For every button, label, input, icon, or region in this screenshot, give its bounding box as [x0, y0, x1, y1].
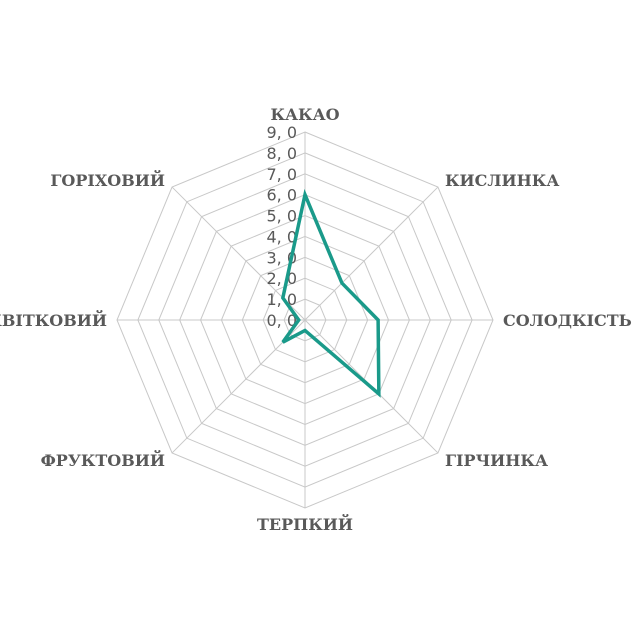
axis-label-2: КИСЛИНКА: [445, 171, 559, 190]
axis-label-1: КАКАО: [270, 105, 339, 124]
tick-label: 8, 0: [266, 144, 297, 163]
axis-label-3: СОЛОДКІСТЬ: [503, 311, 632, 330]
axis-labels: КАКАО КИСЛИНКА СОЛОДКІСТЬ ГІРЧИНКА ТЕРПКИЙ ФР…: [0, 105, 632, 534]
tick-label: 0, 0: [266, 311, 297, 330]
series-line: [280, 188, 381, 398]
radar-spokes: [117, 132, 493, 508]
tick-label: 7, 0: [266, 165, 297, 184]
axis-label-8: ГОРІХОВИЙ: [50, 169, 165, 190]
tick-label: 4, 0: [266, 227, 297, 246]
tick-label: 1, 0: [266, 290, 297, 309]
tick-label: 9, 0: [266, 123, 297, 142]
tick-label: 6, 0: [266, 186, 297, 205]
axis-label-5: ТЕРПКИЙ: [257, 513, 353, 534]
axis-label-4: ГІРЧИНКА: [445, 451, 548, 470]
tick-label: 5, 0: [266, 207, 297, 226]
axis-label-7: КВІТКОВИЙ: [0, 309, 107, 330]
tick-label: 2, 0: [266, 269, 297, 288]
axis-spoke: [304, 186, 439, 321]
radial-tick-labels: 0, 01, 02, 03, 04, 05, 06, 07, 08, 09, 0: [266, 123, 297, 330]
radar-series: [280, 188, 381, 398]
axis-label-6: ФРУКТОВИЙ: [41, 449, 165, 470]
